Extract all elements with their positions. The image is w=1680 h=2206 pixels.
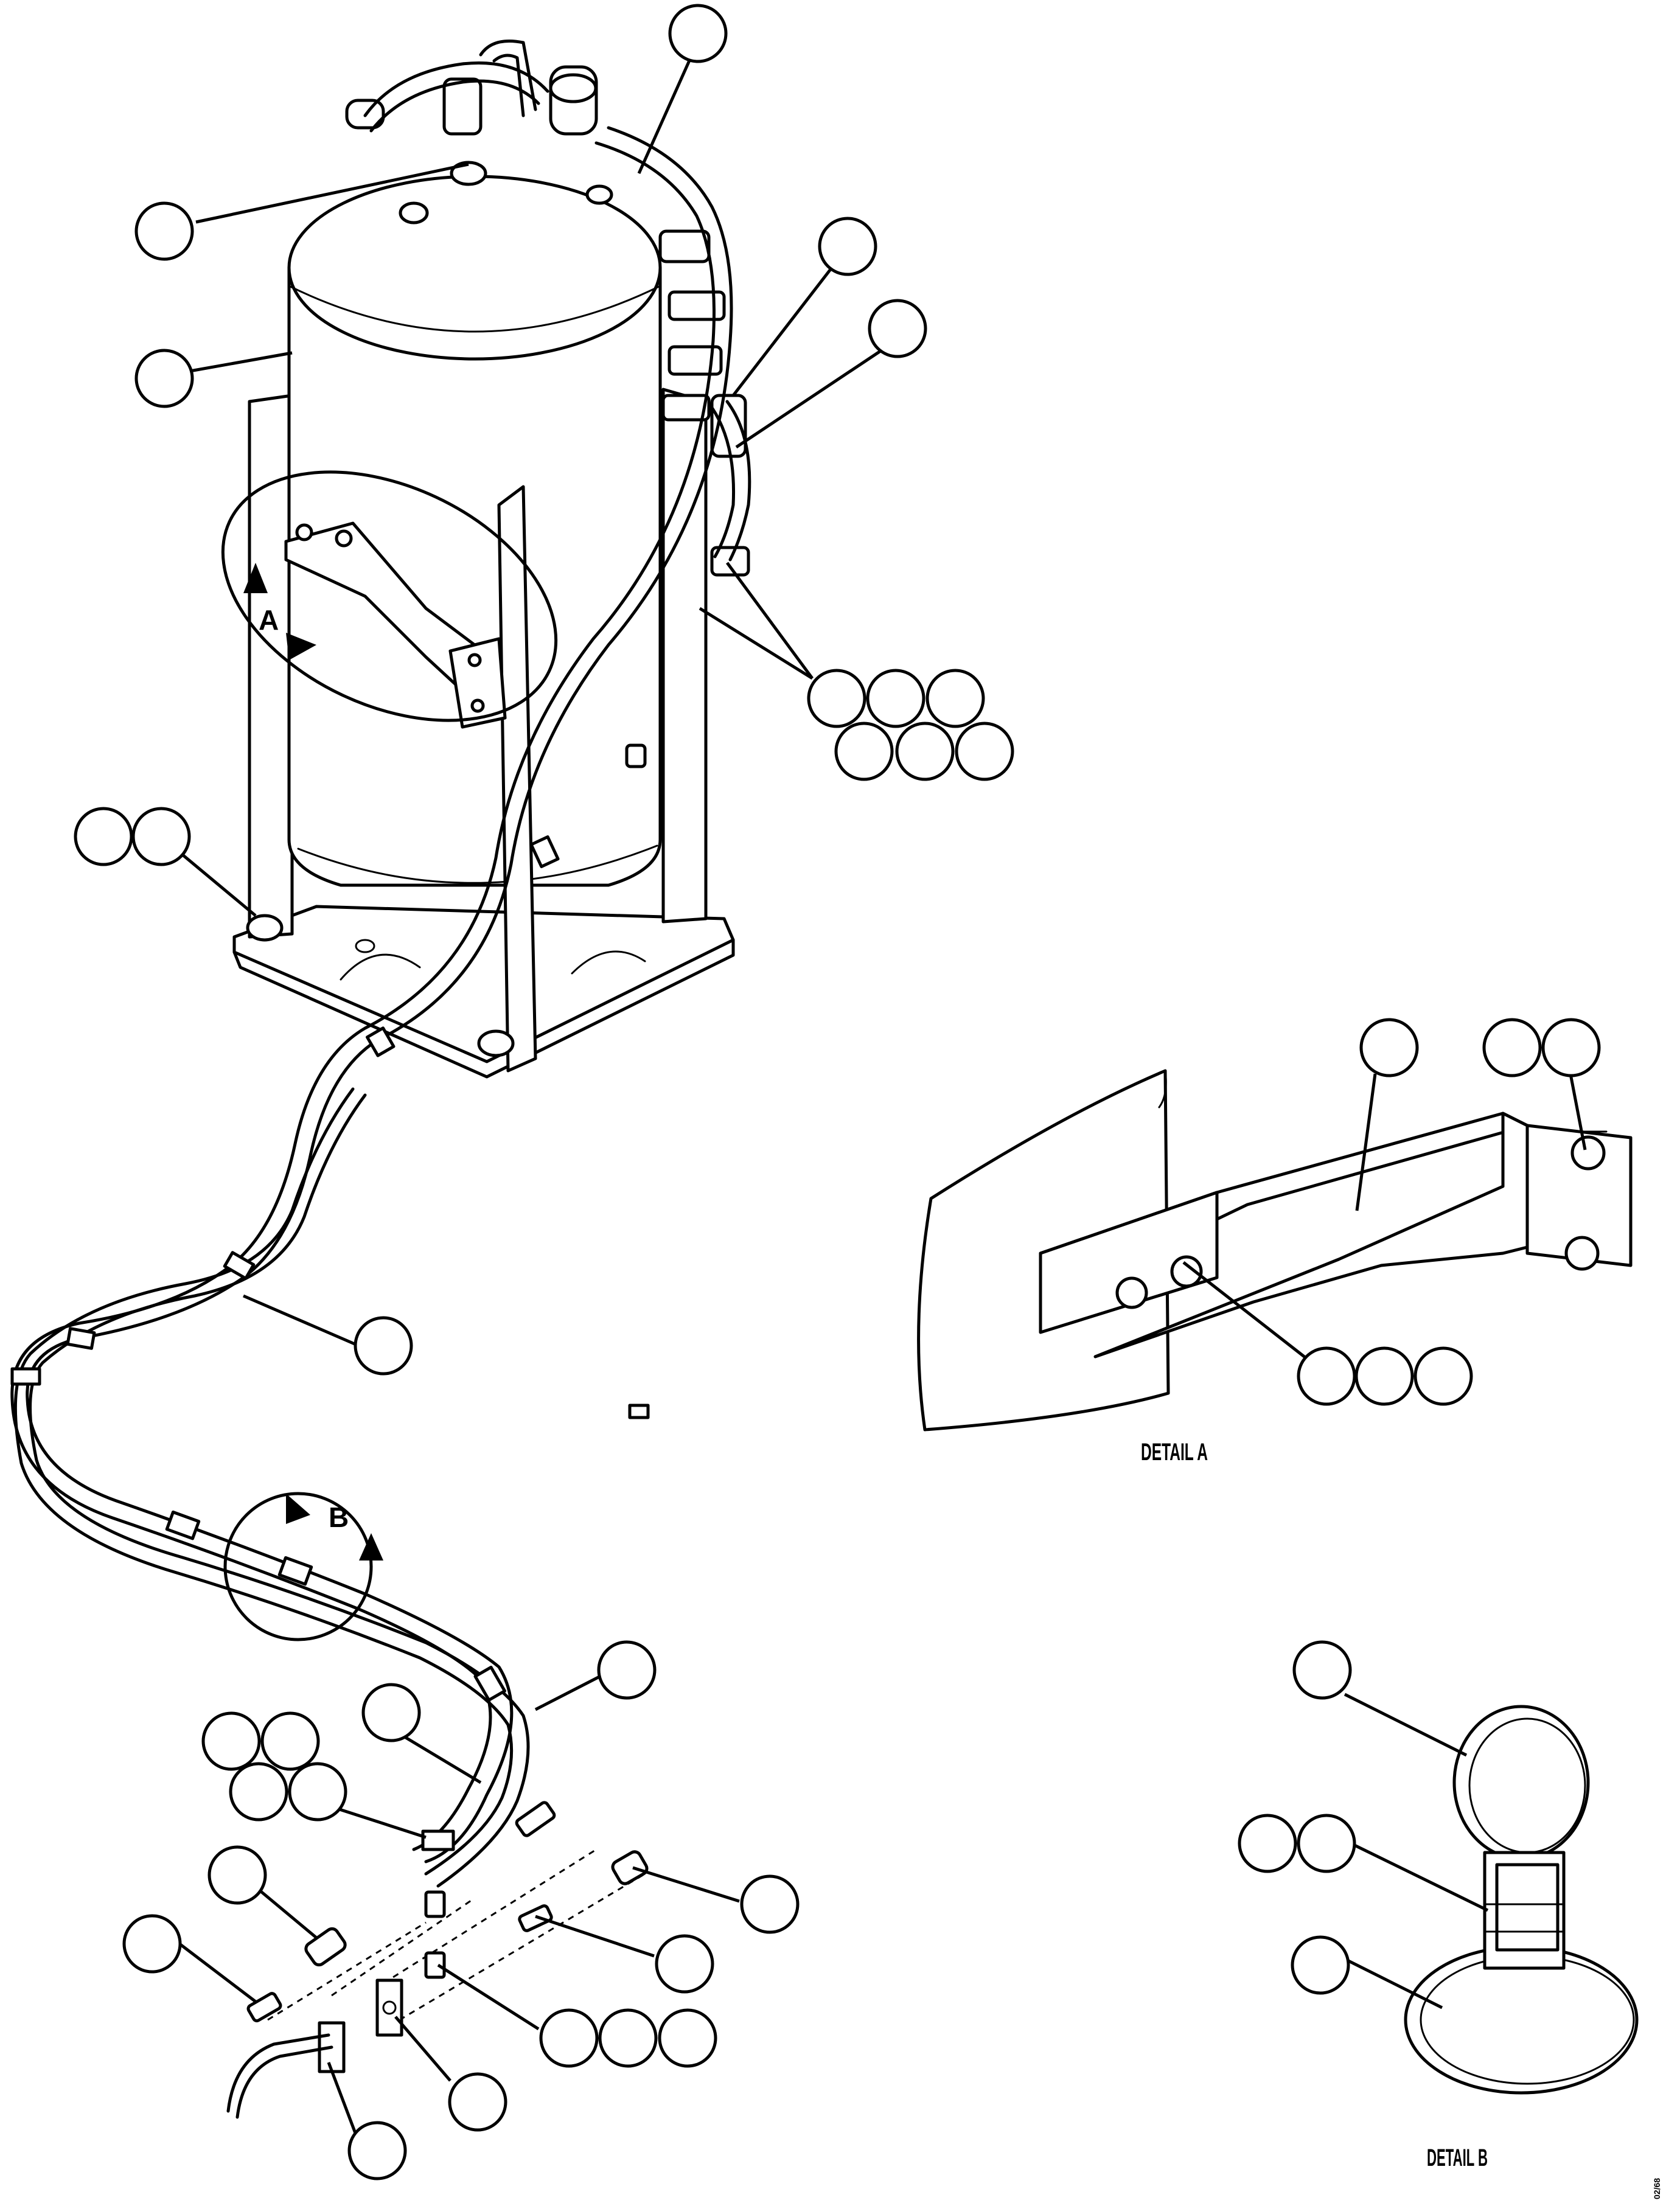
callout-balloon [818,217,877,276]
view-a-indicator: A [221,470,558,722]
receiver-tank [232,161,735,1079]
callout-balloon [201,1711,261,1771]
view-a-label: A [259,604,279,636]
callout-balloon [361,1683,421,1742]
callout-balloon [1413,1346,1473,1406]
view-b-indicator: B [223,1492,383,1641]
callout-balloon [1297,1346,1356,1406]
callout-balloon [597,1640,657,1700]
callout-balloon [868,299,927,358]
callout-balloon [925,669,985,728]
callout-balloon [448,2072,507,2132]
callout-balloon [740,1874,800,1934]
callout-balloon [260,1711,320,1771]
callout-balloon [122,1914,182,1974]
callout-balloon [1291,1935,1350,1995]
callout-balloon [539,2008,599,2068]
callout-balloon [1354,1346,1414,1406]
hose-run [10,339,732,1932]
callout-balloon [134,201,194,261]
callout-balloon [288,1762,347,1822]
valve-cluster [345,65,750,768]
callout-balloon [955,722,1014,781]
view-b-label: B [329,1501,349,1533]
callout-balloon [74,807,133,866]
drawing-code: 02/68 [1652,2178,1662,2199]
callout-balloon [655,1934,714,1994]
callout-balloon [807,669,866,728]
detail-a-label: DETAIL A [1141,1439,1208,1466]
callout-balloon [1297,1814,1356,1873]
callout-balloon [134,349,194,408]
callout-balloon [229,1762,288,1822]
callout-balloon [1541,1018,1601,1077]
callout-balloon [834,722,894,781]
callout-balloon [866,669,925,728]
callout-balloon [1292,1640,1352,1700]
exploded-fittings [226,1848,646,2119]
detail-a-drawing: DETAIL A [917,1069,1633,1466]
callout-balloons [74,4,1601,2180]
callout-balloon [668,4,728,63]
callout-balloon [207,1845,267,1905]
leader-lines [174,57,1587,2176]
detail-b-label: DETAIL B [1427,2145,1488,2171]
callout-balloon [1482,1018,1542,1077]
callout-balloon [1359,1018,1419,1077]
callout-balloon [131,807,191,866]
callout-balloon [598,2008,658,2068]
callout-balloon [354,1316,413,1376]
callout-balloon [1238,1814,1297,1873]
callout-balloon [658,2008,717,2068]
callout-balloon [347,2121,407,2180]
detail-b-drawing: DETAIL B [1404,1705,1639,2171]
callout-balloon [895,722,955,781]
